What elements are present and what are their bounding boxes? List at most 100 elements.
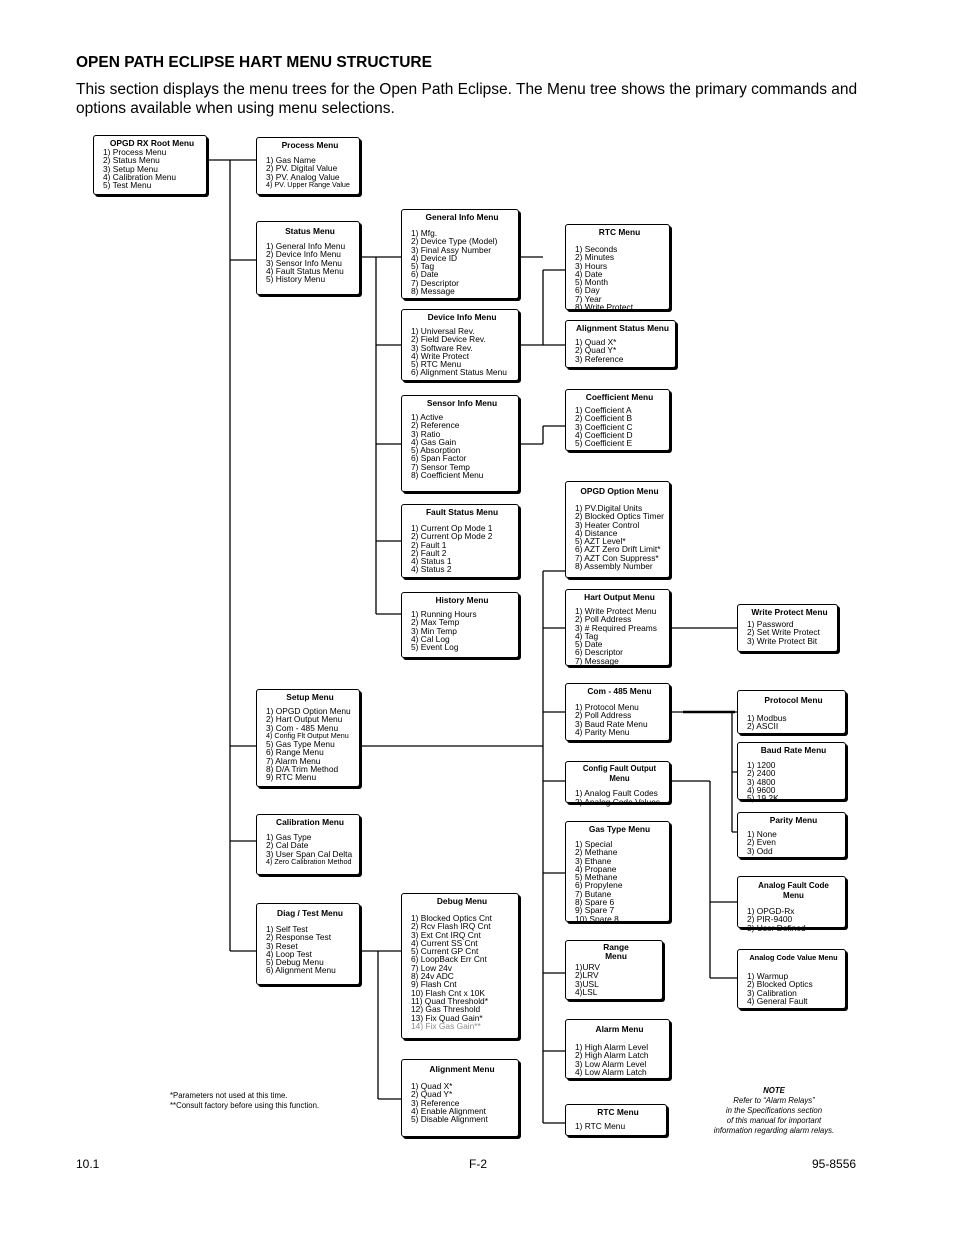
menu-item: 2) Cal Date: [266, 840, 309, 851]
footnote-line: *Parameters not used at this time.: [170, 1091, 288, 1100]
alarm-menu: Alarm Menu 1) High Alarm Level 2) High A…: [565, 1019, 670, 1079]
menu-item: 2) Hart Output Menu: [266, 714, 343, 725]
menu-title: Coefficient Menu: [585, 392, 654, 402]
menu-title: Alignment Menu: [429, 1064, 495, 1074]
menu-item: 8) Write Protect: [575, 302, 634, 313]
menu-item: 1) Gas Name: [266, 155, 316, 165]
menu-item: 6) Date: [411, 269, 439, 280]
menu-title: Com - 485 Menu: [587, 686, 652, 696]
footnotes: *Parameters not used at this time. **Con…: [170, 1091, 319, 1111]
history-menu: History Menu 1) Running Hours 2) Max Tem…: [401, 592, 519, 658]
menu-item: 5) Current GP Cnt: [411, 946, 479, 957]
menu-title: Write Protect Menu: [751, 607, 828, 617]
menu-item: 5) 19.2K: [747, 793, 779, 804]
note-line: of this manual for important: [726, 1116, 822, 1125]
menu-item: 7) Message: [575, 655, 619, 666]
menu-item: 5) Tag: [411, 261, 435, 272]
menu-item: 2) Poll Address: [575, 614, 632, 625]
note-line: information regarding alarm relays.: [713, 1126, 835, 1135]
device-info-menu: Device Info Menu 1) Universal Rev. 2) Fi…: [401, 309, 519, 381]
menu-item: 3) Odd: [747, 845, 773, 856]
footer-page-number: F-2: [469, 1157, 487, 1171]
menu-item: 3) Ext Cnt IRQ Cnt: [411, 929, 481, 940]
analog-code-value-menu: Analog Code Value Menu 1) Warmup 2) Bloc…: [737, 949, 846, 1009]
menu-item: 2) Max Temp: [411, 617, 460, 628]
menu-item: 7) Descriptor: [411, 277, 459, 288]
menu-item: 2) Poll Address: [575, 710, 632, 721]
hart-output-menu: Hart Output Menu 1) Write Protect Menu 2…: [565, 589, 670, 666]
menu-title: Hart Output Menu: [584, 592, 655, 602]
menu-item: 4) Loop Test: [266, 948, 312, 959]
alarm-relay-note: NOTE Refer to “Alarm Relays” in the Spec…: [698, 1086, 850, 1136]
menu-item: 3) Heater Control: [575, 519, 640, 530]
menu-item: 3) Software Rev.: [411, 342, 473, 353]
menu-item: 3) Reference: [411, 1097, 460, 1108]
menu-item: 4) Gas Gain: [411, 436, 457, 447]
menu-item: 8) D/A Trim Method: [266, 764, 339, 775]
rtc-menu-setup: RTC Menu 1) RTC Menu: [565, 1104, 667, 1136]
menu-item: 8) 24v ADC: [411, 971, 454, 982]
menu-item: 1) Current Op Mode 1: [411, 523, 493, 533]
protocol-menu: Protocol Menu 1) Modbus 2) ASCII: [737, 690, 846, 734]
menu-item: 2) PV. Digital Value: [266, 163, 338, 174]
menu-item: 2) Reference: [411, 420, 460, 431]
menu-item: 1) RTC Menu: [575, 1121, 626, 1131]
menu-item: 10) Spare 8: [575, 913, 619, 924]
menu-title: Analog Fault Code Menu: [758, 881, 829, 900]
menu-item: 1)URV: [575, 962, 600, 972]
menu-item: 1) Analog Fault Codes: [575, 788, 658, 798]
menu-item: 2) Quad Y*: [411, 1089, 453, 1100]
menu-item: 5) Test Menu: [103, 180, 152, 191]
menu-item: 5) Gas Type Menu: [266, 739, 335, 750]
menu-item: 8) Message: [411, 286, 455, 297]
menu-item: 12) Gas Threshold: [411, 1004, 481, 1015]
menu-item: 4) Zero Calibration Method: [266, 856, 352, 866]
menu-title: Range Menu: [603, 942, 629, 961]
menu-item: 2) Blocked Optics Timer: [575, 511, 664, 522]
menu-item: 1) None: [747, 829, 777, 839]
menu-item: 6) Alignment Status Menu: [411, 367, 507, 378]
menu-title: Process Menu: [281, 140, 339, 150]
gas-type-menu: Gas Type Menu 1) Special 2) Methane 3) E…: [565, 821, 670, 924]
menu-item: 3) Min Temp: [411, 625, 457, 636]
menu-item: 2) Even: [747, 837, 776, 848]
menu-item: 1) Blocked Optics Cnt: [411, 913, 492, 923]
rtc-menu: RTC Menu 1) Seconds 2) Minutes 3) Hours …: [565, 224, 670, 313]
menu-item: 1) Running Hours: [411, 609, 477, 619]
menu-item: 4) General Fault: [747, 995, 808, 1006]
menu-item: 5) RTC Menu: [411, 359, 462, 370]
menu-item: 1) Mfg.: [411, 228, 438, 238]
menu-item: 6) Propylene: [575, 880, 623, 891]
menu-item: 1) Modbus: [747, 713, 787, 723]
menu-item: 4) Enable Alignment: [411, 1105, 486, 1116]
menu-item: 14) Fix Gas Gain**: [411, 1020, 481, 1031]
debug-menu: Debug Menu 1) Blocked Optics Cnt 2) Rcv …: [401, 893, 519, 1039]
menu-item: 7) Butane: [575, 888, 612, 899]
menu-item: 7) Low 24v: [411, 962, 452, 973]
menu-item: 2) Set Write Protect: [747, 627, 820, 638]
menu-item: 4) Write Protect: [411, 350, 470, 361]
menu-item: 5) Coefficient E: [575, 438, 633, 449]
menu-item: 4) Config Flt Output Menu: [266, 730, 349, 740]
menu-item: 2) Coefficient B: [575, 413, 633, 424]
menu-item: 4) PV. Upper Range Value: [266, 179, 350, 189]
menu-item: 3) Coefficient C: [575, 421, 633, 432]
com-485-menu: Com - 485 Menu 1) Protocol Menu 2) Poll …: [565, 683, 670, 741]
range-menu: Range Menu 1)URV 2)LRV 3)USL 4)LSL: [565, 940, 663, 1000]
menu-item: 4) Status 2: [411, 564, 452, 575]
diag-test-menu: Diag / Test Menu 1) Self Test 2) Respons…: [256, 903, 360, 985]
menu-item: 3) Sensor Info Menu: [266, 257, 342, 268]
menu-item: 3) Ratio: [411, 428, 441, 439]
calibration-menu: Calibration Menu 1) Gas Type 2) Cal Date…: [256, 814, 360, 875]
menu-item: 5) Event Log: [411, 642, 459, 653]
menu-item: 7) AZT Con Suppress*: [575, 552, 659, 563]
menu-item: 5) Disable Alignment: [411, 1114, 488, 1125]
menu-item: 2) Analog Code Values: [575, 797, 661, 808]
menu-title: History Menu: [435, 595, 489, 605]
menu-item: 3)USL: [575, 978, 599, 989]
menu-item: 2) Rcv Flash IRQ Cnt: [411, 921, 491, 932]
menu-title: Fault Status Menu: [425, 507, 499, 517]
menu-item: 2) Minutes: [575, 252, 615, 263]
baud-rate-menu: Baud Rate Menu 1) 1200 2) 2400 3) 4800 4…: [737, 742, 846, 804]
footer-revision: 10.1: [76, 1157, 100, 1171]
